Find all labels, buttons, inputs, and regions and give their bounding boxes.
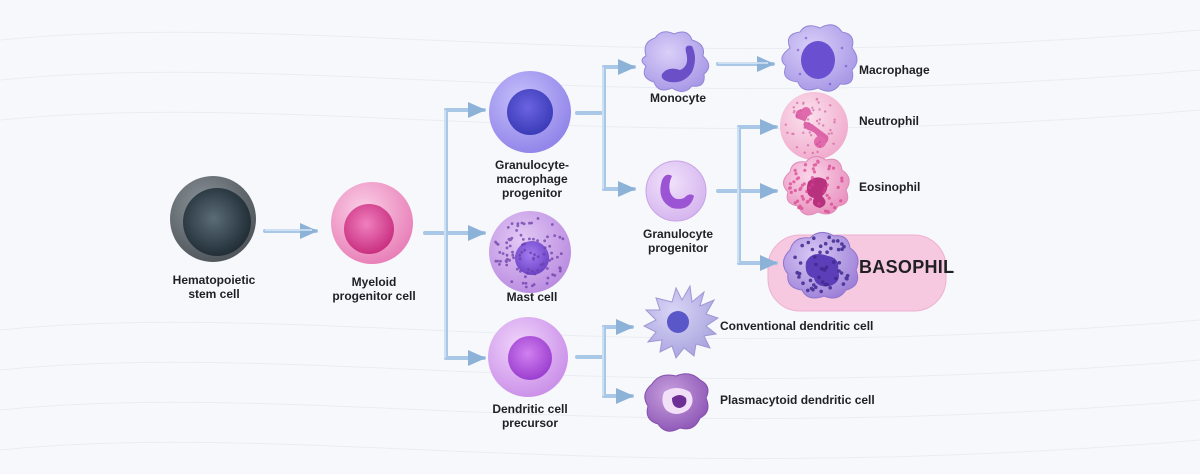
label-granulocyte-macrophage-progenitor: Granulocyte- macrophage progenitor [494,158,570,200]
granulocyte-macrophage-progenitor-cell [489,71,571,153]
label-conventional-dendritic-cell: Conventional dendritic cell [720,319,874,333]
label-mast-cell: Mast cell [506,290,558,304]
connector-highlights [265,62,768,396]
label-hematopoietic-stem-cell: Hematopoietic stem cell [172,273,256,301]
label-granulocyte-progenitor: Granulocyte progenitor [642,227,714,255]
monocyte-cell [641,31,710,92]
conventional-dendritic-cell [642,284,720,360]
granulocyte-progenitor-cell [645,160,707,222]
plasmacytoid-dendritic-cell [644,373,709,432]
basophil-cell [783,232,859,299]
label-plasmacytoid-dendritic-cell: Plasmacytoid dendritic cell [720,393,875,407]
label-basophil: BASOPHIL [859,257,955,277]
label-eosinophil: Eosinophil [859,180,921,194]
eosinophil-cell [783,156,850,216]
neutrophil-cell [780,92,848,160]
label-monocyte: Monocyte [649,91,707,105]
label-macrophage: Macrophage [859,63,930,77]
dendritic-cell-precursor [488,317,568,397]
mast-cell [489,211,571,293]
label-dendritic-cell-precursor: Dendritic cell precursor [492,402,568,430]
background-waves [0,29,1200,460]
label-myeloid-progenitor-cell: Myeloid progenitor cell [332,275,416,303]
hematopoietic-stem-cell [170,176,256,262]
connector-lines [263,56,778,404]
myeloid-progenitor-cell [331,182,413,264]
label-neutrophil: Neutrophil [859,114,919,128]
macrophage-cell [781,24,858,92]
